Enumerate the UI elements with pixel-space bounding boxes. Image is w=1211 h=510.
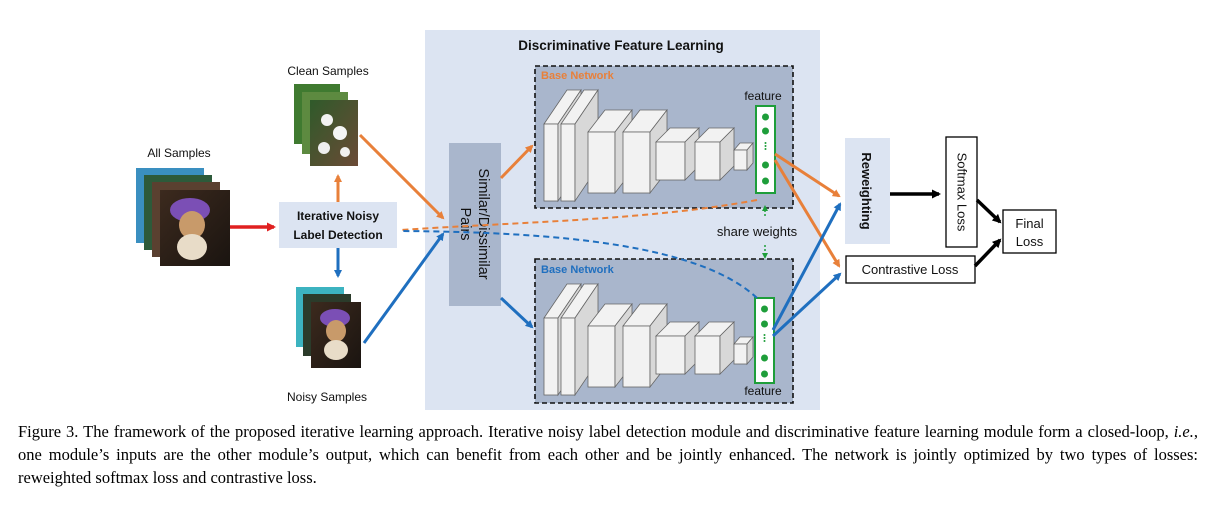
arrow-contrastive-to-final [973,238,1002,268]
arrow-clean-to-pairs [358,133,445,220]
arrow-bottom-feature-to-contrastive [771,272,842,338]
final-loss-label-line2: Loss [1016,234,1044,249]
bottom-feature-dots [761,305,768,378]
arrow-bottom-feature-to-reweighting [771,202,842,331]
contrastive-loss-label: Contrastive Loss [862,262,959,277]
framework-diagram: Discriminative Feature Learning All Samp… [136,30,1057,410]
reweighting-box [845,138,890,244]
top-network-layers [543,88,754,203]
clean-samples-images [294,84,358,166]
pairs-label-line2: Pairs [457,207,473,240]
arrow-pairs-to-bottom-network [499,296,534,329]
pairs-label-line1: Similar/Dissimilar [475,168,491,279]
final-loss-box [1002,209,1057,254]
detection-label-line1: Iterative Noisy [297,209,379,223]
final-loss-label-line1: Final [1015,216,1043,231]
caption-part2: , one module’s inputs are the other modu… [18,422,1198,487]
bottom-feature-label: feature [744,384,782,398]
top-feature-label: feature [744,89,782,103]
noisy-label-detection-box [279,202,397,248]
feedback-blue-dashed [399,230,758,299]
detection-label-line2: Label Detection [293,228,382,242]
softmax-loss-label: Softmax Loss [955,153,970,232]
clean-samples-label: Clean Samples [287,64,368,78]
reweighting-label: Reweighting [859,152,874,229]
caption-part1: Figure 3. The framework of the proposed … [18,422,1174,441]
feedback-orange-dashed [399,199,758,231]
bottom-base-network-label: Base Network [541,264,615,276]
panel-title: Discriminative Feature Learning [518,38,724,53]
caption-ie: i.e. [1173,422,1194,441]
arrow-noisy-to-pairs [362,232,445,344]
bottom-network-layers [543,282,754,397]
all-samples-images [136,168,230,266]
all-samples-label: All Samples [147,146,210,160]
figure-caption: Figure 3. The framework of the proposed … [18,420,1198,489]
share-weights-label: share weights [717,224,798,239]
arrow-top-feature-to-contrastive [773,159,841,268]
top-feature-dots [762,113,769,185]
noisy-samples-label: Noisy Samples [287,390,367,404]
contrastive-loss-box [845,255,976,284]
arrow-top-feature-to-reweighting [774,152,841,198]
softmax-loss-box [945,136,978,248]
arrow-softmax-to-final [975,198,1002,224]
top-base-network-label: Base Network [541,70,615,82]
noisy-samples-images [296,287,361,368]
arrow-pairs-to-top-network [499,144,534,180]
